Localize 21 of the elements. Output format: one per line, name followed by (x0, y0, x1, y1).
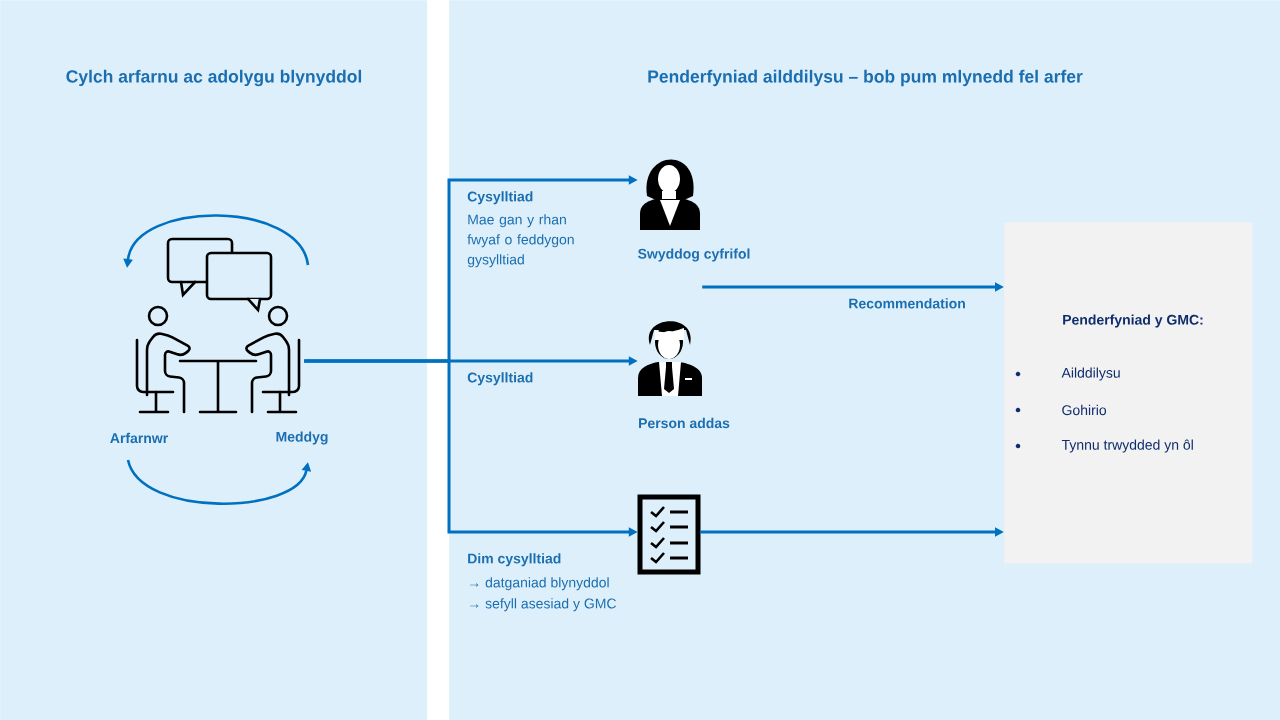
note-text: → datganiad blynyddol (470, 577, 609, 591)
person-label: Arfarnwr (110, 432, 168, 444)
list-item: Tynnu trwydded yn ôl (1061, 439, 1193, 453)
panel-title: Cylch arfarnu ac adolygu blynyddol (66, 69, 362, 87)
person-icon (640, 159, 700, 230)
edge-label: Dim cysylltiad (468, 553, 561, 567)
meeting-drawing (135, 237, 301, 414)
panel-title: Penderfyniad ailddilysu – bob pum mlynedd fel arfer (648, 69, 1083, 87)
person-icon (638, 321, 702, 396)
box-heading: Penderfyniad y GMC: (1063, 314, 1203, 328)
list-item: Gohirio (1062, 404, 1107, 416)
person-label: Swyddog cyfrifol (638, 248, 750, 262)
person-label: Meddyg (276, 431, 328, 445)
note-text: → sefyll asesiad y GMC (470, 598, 617, 612)
edge-label: Cysylltiad (467, 372, 533, 386)
person-label: Person addas (639, 417, 730, 429)
edge-label: Cysylltiad (467, 191, 533, 205)
note-text: Mae gan y rhan fwyaf o feddygon gysylltiad (467, 214, 574, 268)
edge-label: Recommendation (849, 298, 965, 309)
list-item: Ailddilysu (1061, 367, 1120, 381)
checklist-icon (637, 494, 701, 575)
